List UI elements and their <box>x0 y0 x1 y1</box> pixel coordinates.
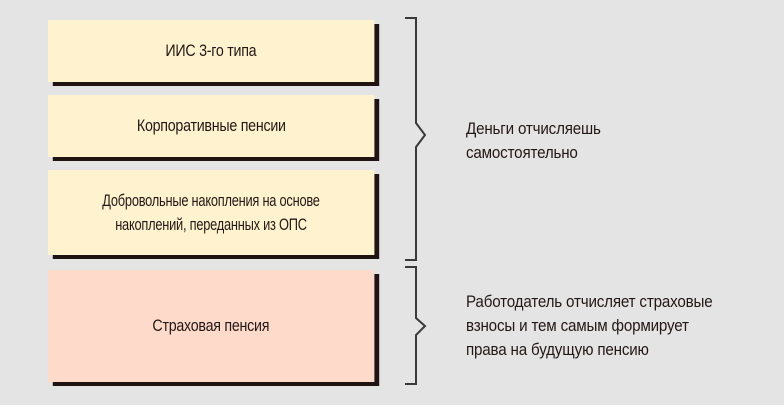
note-line: самостоятельно <box>466 144 578 162</box>
note-line: Работодатель отчисляет страховые <box>466 293 713 311</box>
box-corporate-pensions: Корпоративные пенсии <box>48 95 375 157</box>
box-voluntary-savings: Добровольные накопления на основе накопл… <box>48 170 375 255</box>
brace-self-group-icon <box>405 17 427 385</box>
note-line: взносы и тем самым формирует <box>466 317 689 335</box>
box-label: Страховая пенсия <box>152 317 270 335</box>
box-label-line1: Добровольные накопления на основе <box>102 191 320 210</box>
box-label: Корпоративные пенсии <box>136 117 286 135</box>
note-self-contributions: Деньги отчисляешь самостоятельно <box>466 117 601 165</box>
box-insurance-pension: Страховая пенсия <box>48 270 375 382</box>
box-iis-type-3: ИИС 3-го типа <box>48 20 375 82</box>
note-line: права на будущую пенсию <box>466 341 649 359</box>
box-label-line2: накоплений, переданных из ОПС <box>115 215 308 234</box>
note-line: Деньги отчисляешь <box>466 120 601 138</box>
note-employer-contributions: Работодатель отчисляет страховые взносы … <box>466 290 713 362</box>
box-label: Добровольные накопления на основе накопл… <box>90 189 332 237</box>
box-label: ИИС 3-го типа <box>165 42 257 60</box>
